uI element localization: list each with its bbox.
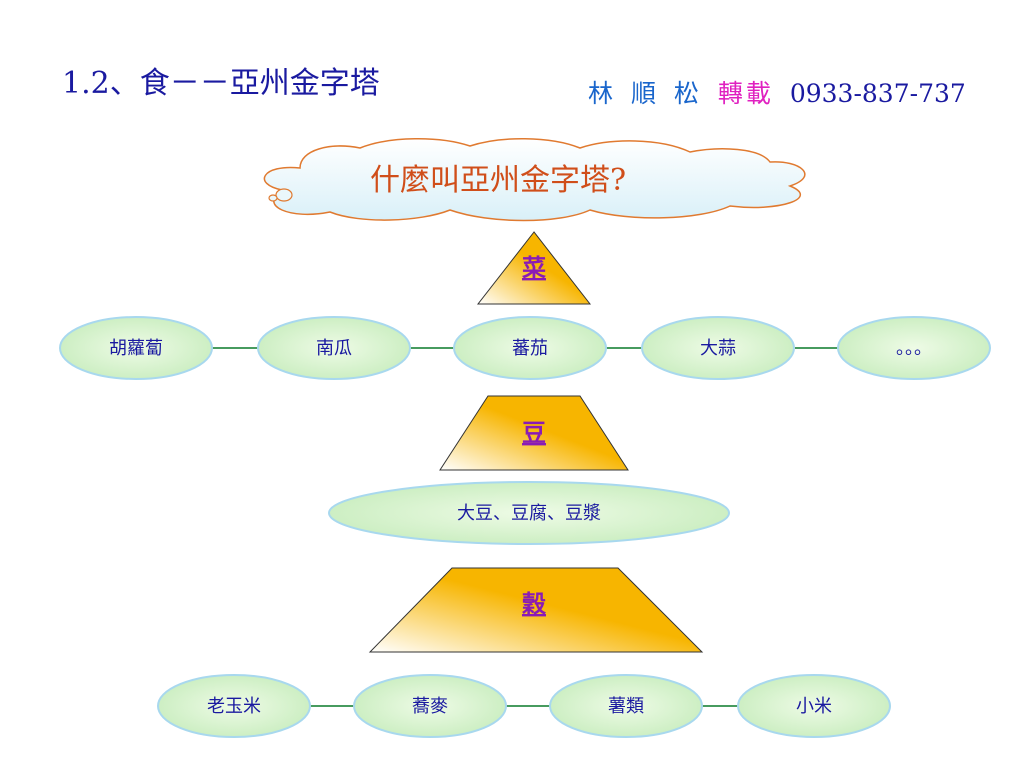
cloud-shape	[263, 137, 806, 222]
node-label: 小米	[796, 696, 832, 717]
node-label: 蕎麥	[412, 696, 448, 717]
question-cloud: 什麼叫亞州金字塔?	[263, 137, 806, 222]
slide-title: 1.2、食－－亞州金字塔	[62, 66, 380, 101]
list-item: 薯類	[549, 674, 703, 738]
list-item: 。。。	[837, 316, 991, 380]
node-label: 薯類	[608, 696, 644, 717]
list-item: 蕎麥	[353, 674, 507, 738]
tier-label-beans: 豆	[522, 419, 546, 447]
node-label: 胡蘿蔔	[109, 338, 163, 359]
list-item: 大豆、豆腐、豆漿	[328, 481, 730, 545]
node-label: 老玉米	[207, 696, 261, 717]
cloud-tail-bubble-large	[275, 188, 293, 202]
node-ellipse	[737, 674, 891, 738]
node-ellipse	[157, 674, 311, 738]
tier-trapezoid	[368, 567, 704, 653]
node-label: 。。。	[896, 338, 932, 359]
node-ellipse	[328, 481, 730, 545]
node-label: 大蒜	[700, 338, 736, 359]
node-ellipse	[257, 316, 411, 380]
tier-triangle	[476, 231, 592, 305]
node-ellipse	[549, 674, 703, 738]
list-item: 胡蘿蔔	[59, 316, 213, 380]
node-ellipse	[59, 316, 213, 380]
list-item: 蕃茄	[453, 316, 607, 380]
node-ellipse	[837, 316, 991, 380]
bean-row: 大豆、豆腐、豆漿	[328, 481, 730, 545]
list-item: 南瓜	[257, 316, 411, 380]
tier-vegetables: 菜	[476, 231, 592, 305]
credit-name: 林 順 松	[588, 79, 704, 108]
node-ellipse	[641, 316, 795, 380]
node-label: 大豆、豆腐、豆漿	[457, 503, 601, 524]
node-ellipse	[353, 674, 507, 738]
node-label: 蕃茄	[512, 338, 548, 359]
tier-beans: 豆	[439, 395, 629, 471]
tier-grains: 穀	[368, 567, 704, 653]
credit-phone: 0933-837-737	[789, 79, 966, 108]
grain-row: 老玉米 蕎麥 薯類 小米	[157, 674, 891, 738]
list-item: 小米	[737, 674, 891, 738]
tier-label-grains: 穀	[522, 590, 547, 618]
credit-line: 林 順 松 轉載 0933-837-737	[588, 74, 966, 110]
node-ellipse	[453, 316, 607, 380]
tier-trapezoid	[439, 395, 629, 471]
cloud-question: 什麼叫亞州金字塔?	[370, 163, 626, 198]
credit-repost: 轉載	[717, 79, 774, 108]
list-item: 大蒜	[641, 316, 795, 380]
node-label: 南瓜	[316, 338, 352, 359]
cloud-tail-bubble-small	[268, 194, 278, 202]
tier-label-vegetables: 菜	[521, 254, 546, 282]
vegetable-row: 胡蘿蔔 南瓜 蕃茄 大蒜 。。。	[59, 316, 991, 380]
list-item: 老玉米	[157, 674, 311, 738]
